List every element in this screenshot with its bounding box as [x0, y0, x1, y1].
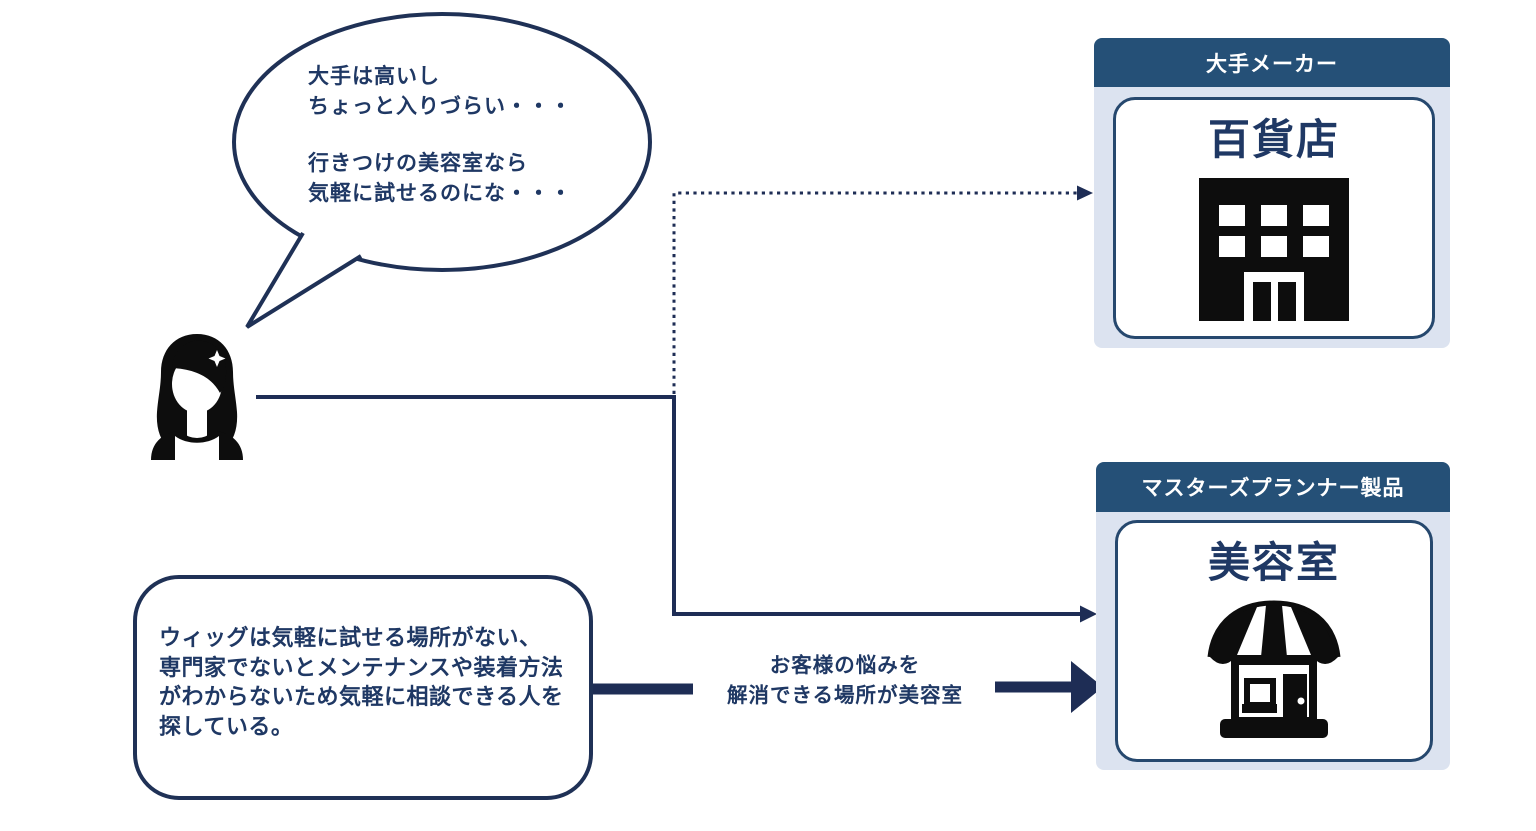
problem-box: ウィッグは気軽に試せる場所がない、 専門家でないとメンテナンスや装着方法 がわか… — [133, 575, 593, 800]
card-beauty-salon: マスターズプランナー製品 美容室 — [1096, 462, 1450, 770]
bubble-line: ちょっと入りづらい・・・ — [308, 95, 572, 118]
woman-avatar-icon — [151, 334, 243, 460]
solution-label: お客様の悩みを 解消できる場所が美容室 — [690, 651, 1000, 711]
card-body-department-store: 百貨店 — [1094, 87, 1450, 348]
card-inner-box: 百貨店 — [1113, 97, 1435, 339]
card-title: 百貨店 — [1207, 116, 1340, 163]
card-inner-box: 美容室 — [1115, 520, 1433, 762]
bubble-line-gap — [308, 122, 638, 149]
problem-line: がわからないため気軽に相談できる人を — [159, 684, 564, 709]
bubble-line: 気軽に試せるのにな・・・ — [308, 182, 572, 205]
dotted-arrowhead — [1077, 185, 1093, 201]
dotted-arrow-to-department-store — [672, 191, 1078, 394]
problem-line: ウィッグは気軽に試せる場所がない、 — [159, 625, 542, 650]
card-header-beauty-salon: マスターズプランナー製品 — [1096, 462, 1450, 512]
solid-arrowhead — [1080, 605, 1097, 623]
solution-line: 解消できる場所が美容室 — [726, 684, 964, 707]
big-arrowhead — [1071, 661, 1103, 713]
card-title: 美容室 — [1207, 539, 1340, 586]
speech-bubble-shape — [232, 12, 652, 329]
solid-arrow-to-beauty-salon — [672, 395, 1081, 616]
speech-bubble-text: 大手は高いし ちょっと入りづらい・・・ 行きつけの美容室なら 気軽に試せるのにな… — [308, 62, 638, 209]
card-header-department-store: 大手メーカー — [1094, 38, 1450, 87]
storefront-icon — [1207, 600, 1341, 738]
card-header-label: 大手メーカー — [1206, 52, 1338, 76]
card-department-store: 大手メーカー 百貨店 — [1094, 38, 1450, 348]
problem-line: 専門家でないとメンテナンスや装着方法 — [159, 654, 564, 680]
card-header-label: マスターズプランナー製品 — [1141, 477, 1405, 500]
bubble-line: 大手は高いし — [308, 65, 440, 88]
problem-line: 探している。 — [159, 713, 294, 739]
solution-line: お客様の悩みを — [769, 654, 921, 677]
building-icon — [1199, 178, 1349, 321]
problem-box-text: ウィッグは気軽に試せる場所がない、 専門家でないとメンテナンスや装着方法 がわか… — [159, 623, 564, 741]
bubble-line: 行きつけの美容室なら — [308, 152, 528, 175]
card-body-beauty-salon: 美容室 — [1096, 512, 1450, 770]
